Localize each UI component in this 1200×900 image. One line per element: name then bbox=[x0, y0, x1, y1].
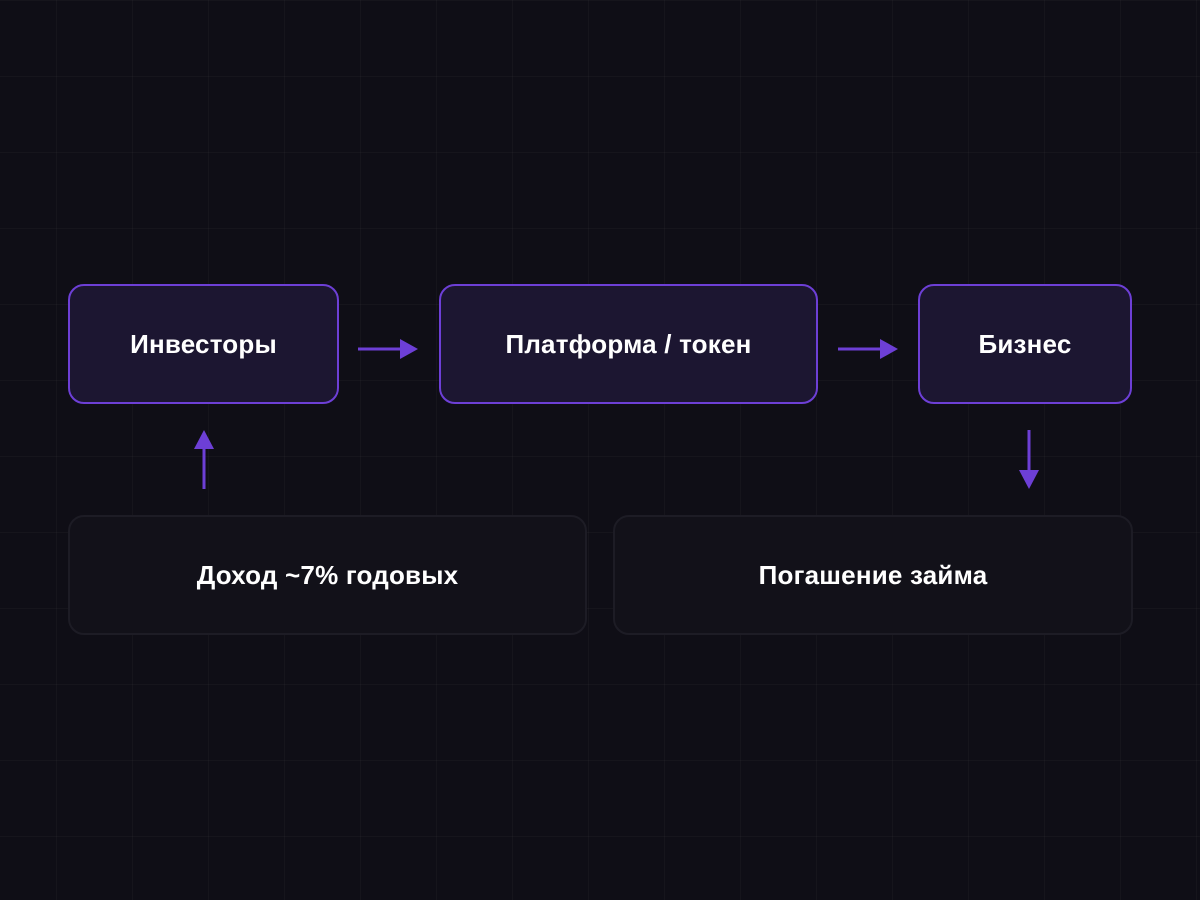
investors-label: Инвесторы bbox=[130, 328, 277, 359]
arrow-investors-to-platform bbox=[358, 339, 418, 359]
income-label: Доход ~7% годовых bbox=[196, 559, 459, 590]
platform-token-label: Платформа / токен bbox=[505, 328, 752, 359]
arrow-business-to-repayment bbox=[1019, 430, 1039, 489]
investors-node: Инвесторы bbox=[68, 284, 339, 404]
platform-token-node: Платформа / токен bbox=[439, 284, 818, 404]
arrow-income-to-investors bbox=[194, 430, 214, 489]
arrow-platform-to-business bbox=[838, 339, 898, 359]
income-node: Доход ~7% годовых bbox=[68, 515, 587, 635]
loan-repayment-node: Погашение займа bbox=[613, 515, 1133, 635]
loan-repayment-label: Погашение займа bbox=[758, 559, 988, 590]
business-node: Бизнес bbox=[918, 284, 1132, 404]
business-label: Бизнес bbox=[978, 328, 1072, 359]
